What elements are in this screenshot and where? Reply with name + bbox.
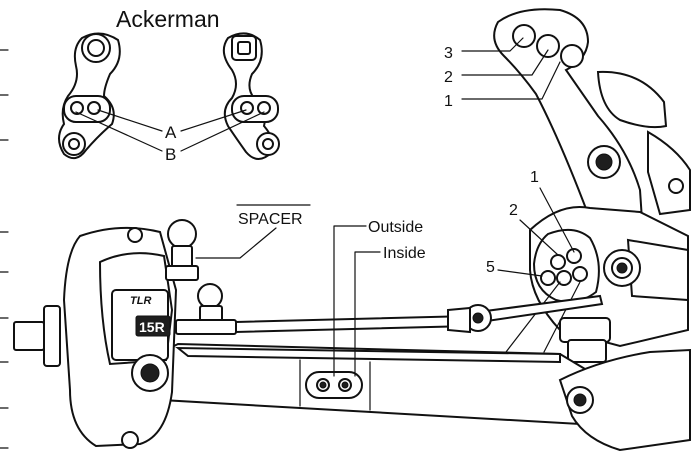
bulkhead-label-1: 1 bbox=[530, 169, 539, 186]
front-hub: TLR 15R bbox=[13, 226, 178, 449]
bulkhead bbox=[529, 206, 689, 363]
shock-tower bbox=[493, 8, 691, 258]
bulkhead-label-2: 2 bbox=[509, 202, 518, 219]
outside-label: Outside bbox=[368, 219, 423, 236]
inside-label: Inside bbox=[383, 245, 426, 262]
hub-logo: TLR bbox=[130, 295, 151, 307]
left-edge-marks bbox=[0, 49, 9, 449]
ackerman-leaders bbox=[75, 109, 265, 152]
spacer-label: SPACER bbox=[238, 211, 303, 228]
ackerman-right-steering-block bbox=[222, 32, 280, 160]
upper-hole-label-3: 3 bbox=[444, 45, 453, 62]
ball-studs bbox=[165, 219, 237, 335]
ackerman-label-b: B bbox=[165, 145, 176, 164]
steering-rods bbox=[235, 294, 604, 334]
upper-hole-leaders bbox=[461, 37, 561, 100]
ackerman-left-steering-block bbox=[58, 32, 121, 160]
bulkhead-leaders bbox=[497, 187, 581, 353]
ackerman-title: Ackerman bbox=[116, 6, 220, 32]
upper-hole-label-1: 1 bbox=[444, 93, 453, 110]
arm-hole-leaders bbox=[333, 225, 381, 377]
ackerman-label-a: A bbox=[165, 123, 177, 142]
hub-mark: 15R bbox=[139, 319, 165, 335]
bulkhead-label-5: 5 bbox=[486, 259, 495, 276]
lower-arm bbox=[148, 342, 691, 452]
spacer-leader bbox=[195, 227, 277, 259]
upper-hole-label-2: 2 bbox=[444, 69, 453, 86]
